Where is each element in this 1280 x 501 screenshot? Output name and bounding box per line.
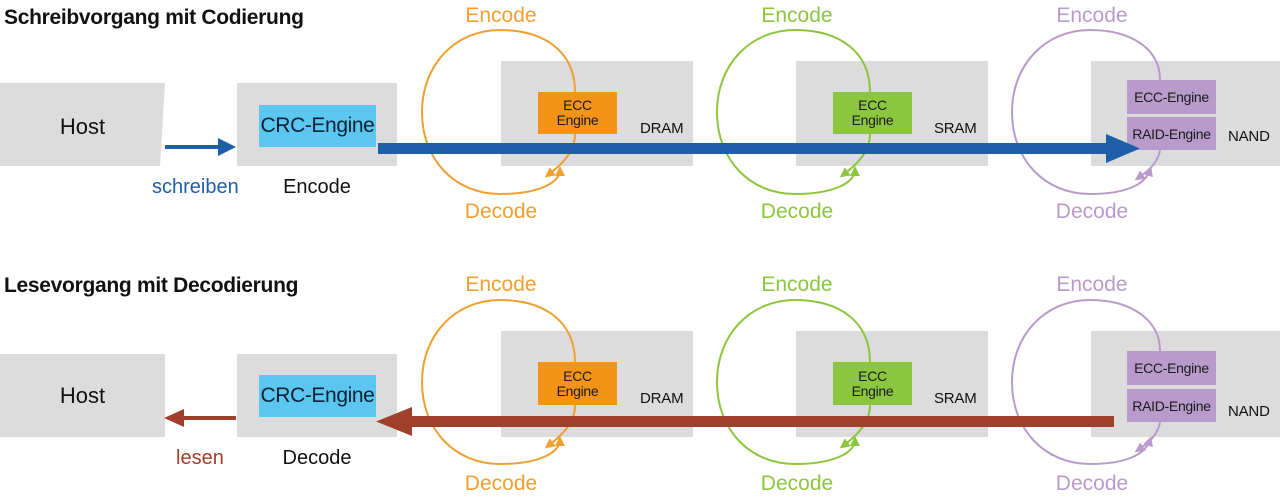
write-arrow-host-to-crc bbox=[165, 138, 236, 156]
sram-encode-label-write: Encode bbox=[761, 4, 833, 27]
crc-engine-read: CRC-Engine bbox=[259, 375, 376, 417]
nand-decode-label-write: Decode bbox=[1055, 200, 1129, 223]
nand-label-write: NAND bbox=[1228, 128, 1270, 145]
write-arrow-main bbox=[378, 134, 1140, 163]
sram-decode-label-write: Decode bbox=[760, 200, 834, 223]
sram-ecc-engine-read: ECC Engine bbox=[833, 362, 912, 405]
host-panel-write bbox=[0, 83, 165, 166]
sram-encode-label-read: Encode bbox=[761, 273, 833, 296]
sram-ecc-engine-write: ECC Engine bbox=[833, 92, 912, 134]
sram-label-read: SRAM bbox=[934, 390, 977, 407]
nand-raid-engine-read: RAID-Engine bbox=[1127, 389, 1216, 422]
nand-encode-label-read: Encode bbox=[1056, 273, 1128, 296]
ecc-line2: Engine bbox=[556, 382, 599, 399]
dram-loop-write bbox=[420, 28, 576, 196]
dram-label-read: DRAM bbox=[640, 390, 684, 407]
read-arrow-crc-to-host bbox=[164, 409, 236, 427]
sram-loop-read bbox=[715, 298, 871, 466]
dram-ecc-engine-read: ECC Engine bbox=[538, 362, 617, 405]
dram-encode-label-read: Encode bbox=[465, 273, 537, 296]
write-section-title: Schreibvorgang mit Codierung bbox=[4, 6, 304, 29]
nand-encode-label-write: Encode bbox=[1056, 4, 1128, 27]
nand-decode-label-read: Decode bbox=[1055, 472, 1129, 495]
dram-label-write: DRAM bbox=[640, 120, 684, 137]
nand-ecc-engine-read: ECC-Engine bbox=[1127, 351, 1216, 385]
sram-decode-label-read: Decode bbox=[760, 472, 834, 495]
host-panel-read bbox=[0, 354, 165, 437]
ecc-line1: ECC bbox=[563, 97, 592, 113]
ecc-line2: Engine bbox=[851, 112, 894, 128]
crc-encode-label: Encode bbox=[283, 176, 351, 198]
read-section-title: Lesevorgang mit Decodierung bbox=[4, 274, 299, 297]
host-label-read: Host bbox=[59, 383, 106, 408]
nand-raid-engine-write: RAID-Engine bbox=[1127, 117, 1216, 150]
dram-encode-label-write: Encode bbox=[465, 4, 537, 27]
read-arrow-main bbox=[376, 407, 1114, 436]
dram-decode-label-read: Decode bbox=[464, 472, 538, 495]
crc-engine-write: CRC-Engine bbox=[259, 105, 376, 147]
nand-loop-write bbox=[1010, 28, 1161, 196]
ecc-line2: Engine bbox=[556, 112, 599, 128]
ecc-line1: ECC bbox=[858, 367, 887, 384]
dram-loop-read bbox=[420, 298, 576, 466]
dram-decode-label-write: Decode bbox=[464, 200, 538, 223]
nand-label-read: NAND bbox=[1228, 403, 1270, 420]
sram-label-write: SRAM bbox=[934, 120, 977, 137]
nand-ecc-engine-write: ECC-Engine bbox=[1127, 80, 1216, 114]
crc-decode-label: Decode bbox=[282, 447, 352, 469]
sram-loop-write bbox=[715, 28, 871, 196]
ecc-line1: ECC bbox=[858, 97, 887, 113]
host-label-write: Host bbox=[59, 114, 106, 139]
ecc-line2: Engine bbox=[851, 382, 894, 399]
nand-loop-read bbox=[1010, 298, 1161, 466]
ecc-line1: ECC bbox=[563, 367, 592, 384]
read-action-label: lesen bbox=[176, 447, 224, 469]
dram-ecc-engine-write: ECC Engine bbox=[538, 92, 617, 134]
write-action-label: schreiben bbox=[152, 176, 239, 198]
